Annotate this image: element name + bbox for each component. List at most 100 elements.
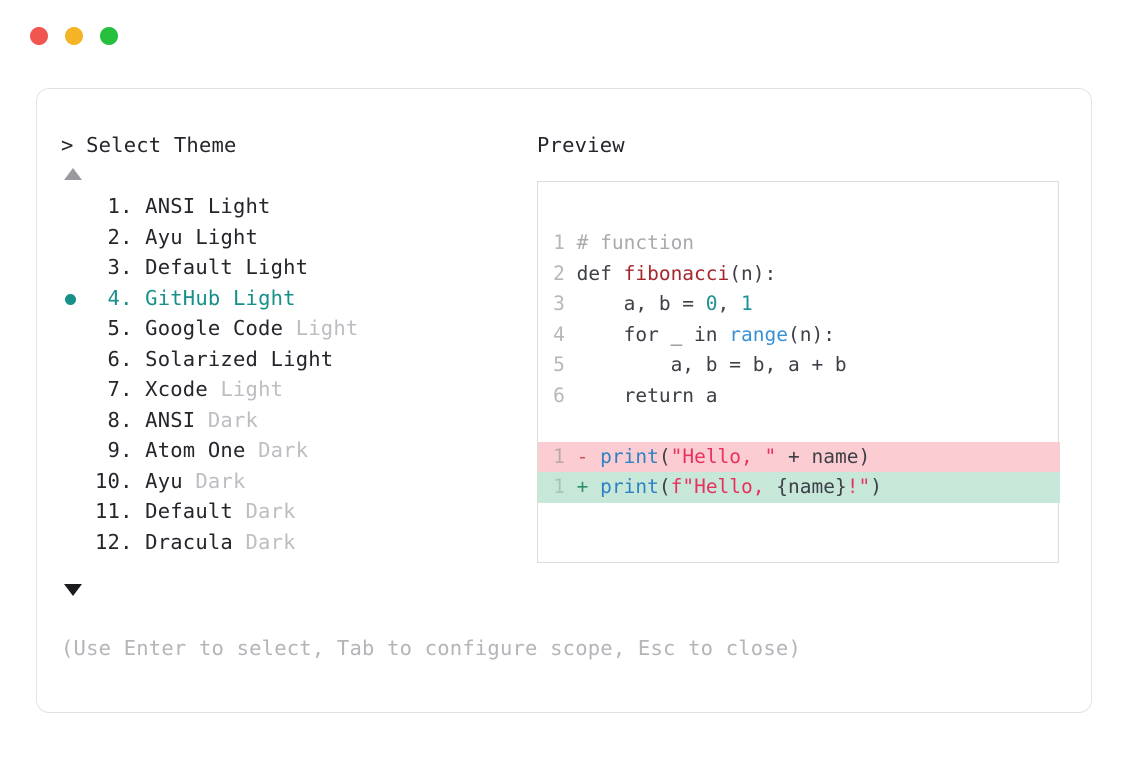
code-token: a, b = b, a + b: [564, 353, 847, 376]
theme-item-index: 12.: [95, 529, 146, 554]
code-line: 1 # function: [552, 228, 1058, 259]
theme-item-index: 7.: [95, 377, 146, 401]
spacer: [233, 530, 246, 554]
line-number: 3: [553, 292, 565, 315]
code-line: 3 a, b = 0, 1: [552, 289, 1058, 320]
code-token: "Hello, ": [670, 444, 777, 468]
theme-list-item[interactable]: 4. GitHub Light: [61, 283, 531, 314]
spacer: [283, 316, 296, 340]
theme-list-item[interactable]: 2. Ayu Light: [61, 222, 531, 253]
code-token: a, b =: [564, 292, 706, 315]
code-token: 0: [705, 292, 718, 315]
selected-bullet-icon: [65, 293, 76, 305]
line-number: 6: [553, 383, 565, 407]
theme-list[interactable]: 1. ANSI Light 2. Ayu Light 3. Default Li…: [61, 191, 531, 557]
window-traffic-lights: [30, 27, 118, 45]
theme-list-item[interactable]: 1. ANSI Light: [61, 191, 531, 222]
spacer: [195, 408, 208, 432]
code-token: (n):: [729, 261, 777, 285]
theme-item-index: 9.: [95, 438, 146, 462]
theme-item-index: 10.: [95, 468, 146, 493]
theme-list-item[interactable]: 12. Dracula Dark: [61, 527, 531, 558]
theme-item-index: 2.: [95, 224, 146, 249]
code-token: !": [846, 475, 871, 498]
theme-item-name: ANSI: [145, 194, 196, 218]
spacer: [258, 347, 271, 371]
keyboard-hint: (Use Enter to select, Tab to configure s…: [61, 636, 801, 660]
code-token: + name): [776, 444, 871, 468]
triangle-down-icon[interactable]: [64, 584, 82, 596]
code-token: (n):: [787, 322, 835, 346]
prompt-heading: > Select Theme: [61, 133, 237, 157]
spacer: [233, 499, 246, 523]
code-token: fibonacci: [623, 261, 730, 285]
theme-item-variant-tag: Light: [195, 224, 259, 249]
triangle-up-icon[interactable]: [64, 168, 82, 180]
theme-item-index: 4.: [95, 285, 146, 310]
diff-sign: -: [564, 444, 601, 468]
theme-item-variant-tag: Dark: [258, 438, 309, 462]
spacer: [246, 438, 259, 462]
theme-item-name: Solarized: [145, 346, 259, 371]
line-number: 1: [553, 231, 565, 254]
theme-item-variant-tag: Light: [270, 346, 334, 371]
code-line: 5 a, b = b, a + b: [552, 350, 1058, 381]
theme-item-variant-tag: Light: [245, 255, 309, 279]
code-blank-line: [552, 411, 1058, 442]
diff-sign: +: [564, 475, 601, 498]
theme-list-item[interactable]: 6. Solarized Light: [61, 344, 531, 375]
code-token: return a: [564, 383, 718, 407]
code-token: print: [600, 475, 659, 498]
code-line: 2 def fibonacci(n):: [552, 259, 1058, 290]
minimize-button[interactable]: [65, 27, 83, 45]
theme-list-item[interactable]: 7. Xcode Light: [61, 374, 531, 405]
code-token: 1: [741, 292, 753, 315]
diff-removed-line: 1 - print("Hello, " + name): [538, 441, 1060, 472]
code-token: f"Hello,: [670, 475, 777, 498]
theme-item-name: Ayu: [145, 468, 183, 493]
spacer: [220, 286, 233, 310]
line-number: 1: [553, 475, 565, 498]
code-token: (: [658, 444, 671, 468]
theme-list-item[interactable]: 5. Google Code Light: [61, 313, 531, 344]
spacer: [183, 225, 196, 249]
line-number: 5: [553, 353, 565, 376]
theme-item-name: Atom One: [145, 438, 246, 462]
close-button[interactable]: [30, 27, 48, 45]
code-token: range: [729, 322, 788, 346]
theme-item-name: Xcode: [145, 377, 208, 401]
theme-item-index: 3.: [95, 255, 146, 279]
line-number: 1: [553, 444, 565, 468]
theme-item-variant-tag: Dark: [207, 407, 259, 432]
theme-list-item[interactable]: 8. ANSI Dark: [61, 405, 531, 436]
code-line: 4 for _ in range(n):: [552, 320, 1058, 351]
code-token: ): [870, 475, 882, 498]
theme-item-index: 11.: [95, 499, 146, 523]
theme-item-index: 6.: [95, 346, 146, 371]
code-line: 6 return a: [552, 381, 1058, 412]
theme-list-item[interactable]: 9. Atom One Dark: [61, 435, 531, 466]
spacer: [233, 255, 246, 279]
theme-item-name: Dracula: [145, 529, 233, 554]
code-token: def: [564, 261, 624, 285]
theme-item-name: Google Code: [145, 316, 284, 340]
theme-list-item[interactable]: 3. Default Light: [61, 252, 531, 283]
theme-item-variant-tag: Light: [220, 377, 284, 401]
theme-item-name: GitHub: [145, 285, 221, 310]
theme-item-index: 5.: [95, 316, 146, 340]
theme-item-name: Ayu: [145, 224, 183, 249]
theme-list-item[interactable]: 10. Ayu Dark: [61, 466, 531, 497]
line-number: 4: [553, 322, 565, 346]
preview-label: Preview: [537, 133, 625, 157]
theme-selection-column: > Select Theme 1. ANSI Light 2. Ayu Ligh…: [61, 133, 531, 557]
theme-item-name: Default: [145, 499, 233, 523]
theme-item-variant-tag: Light: [295, 316, 359, 340]
zoom-button[interactable]: [100, 27, 118, 45]
theme-item-index: 1.: [95, 194, 146, 218]
theme-list-item[interactable]: 11. Default Dark: [61, 496, 531, 527]
code-token: ,: [717, 292, 742, 315]
spacer: [195, 194, 208, 218]
